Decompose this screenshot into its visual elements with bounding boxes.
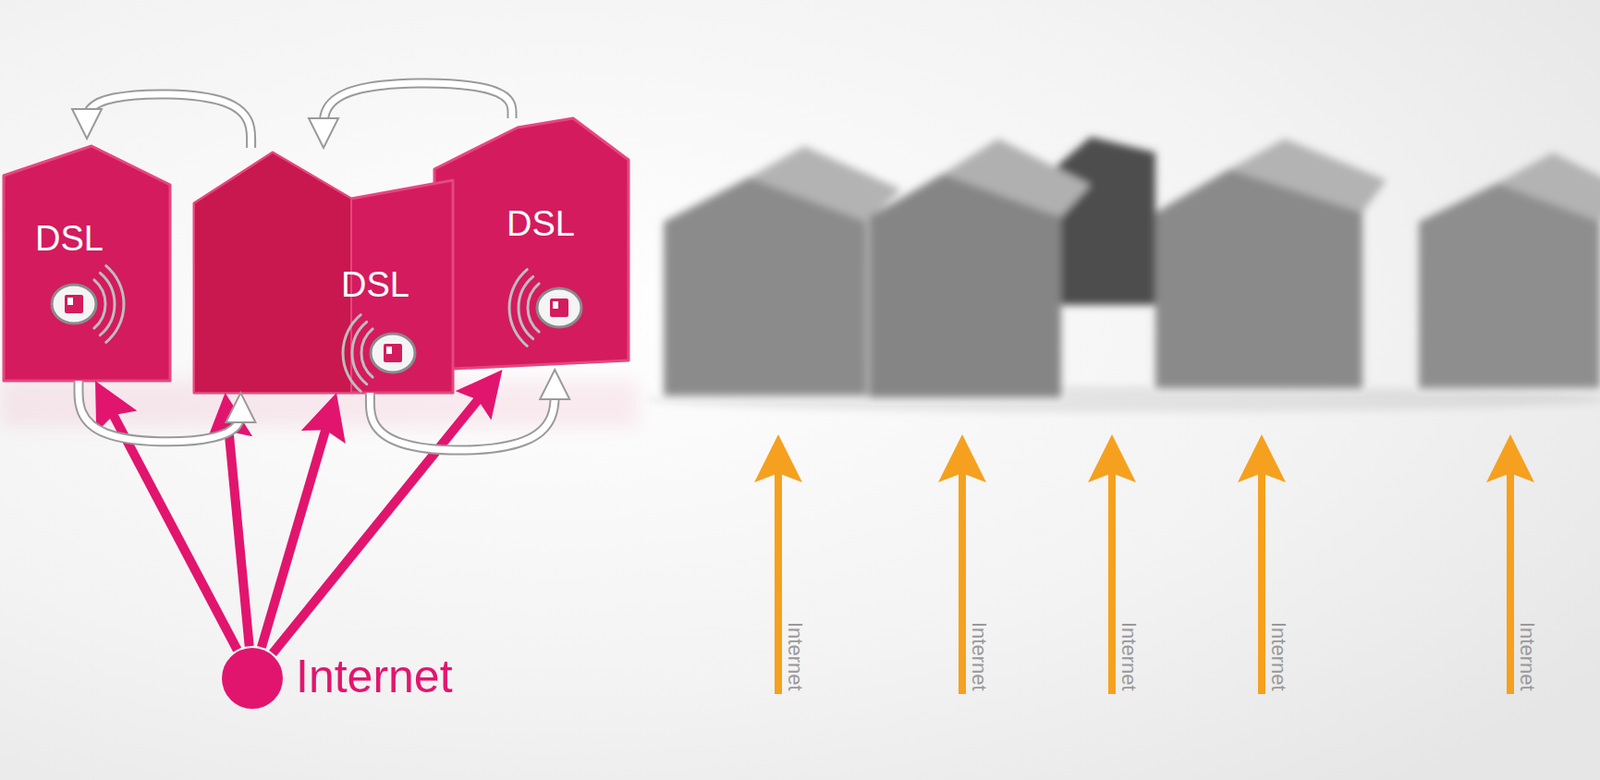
orange-arrow-head: [1087, 434, 1136, 483]
house-shape: [3, 138, 171, 381]
wifi-wave: [518, 276, 534, 339]
arrow-label: Internet: [783, 622, 807, 692]
node-label: DSL: [35, 219, 104, 259]
internet-arrow-line: [272, 384, 491, 654]
exchange-arrow: [323, 83, 513, 135]
wifi-wave: [509, 269, 527, 347]
label-holder: Internet: [1515, 622, 1539, 692]
arrow-label: Internet: [1117, 622, 1140, 692]
internet-dot: [221, 647, 283, 709]
grey-houses: [647, 136, 1600, 413]
exchange-arrow: [86, 94, 252, 148]
exchange-arrow-outline: [323, 83, 513, 135]
internet-arrow: [261, 410, 331, 648]
grey-house: [1418, 183, 1600, 389]
router-light: [552, 301, 559, 309]
house-body: [194, 152, 453, 393]
wifi-wave: [342, 315, 361, 392]
label-holder: Internet: [783, 622, 807, 692]
wifi-wave: [106, 266, 124, 343]
grey-house: [663, 177, 868, 396]
orange-arrow-shaft: [1108, 473, 1116, 695]
house-node: DSL: [3, 138, 171, 381]
arrow-label: Internet: [967, 622, 990, 692]
label-holder: Internet: [967, 622, 990, 692]
orange-arrow-head: [938, 434, 987, 483]
orange-arrow-shaft: [958, 473, 966, 695]
internet-label: Internet: [295, 651, 453, 703]
grey-house: [868, 173, 1062, 398]
orange-arrow-head: [754, 434, 803, 483]
label-holder: Internet: [1267, 622, 1290, 692]
router-light: [67, 297, 74, 306]
house-node: DSL: [434, 118, 629, 370]
exchange-arrow-outline: [86, 94, 252, 148]
orange-arrows: [754, 434, 1535, 695]
internet-arrow-line: [226, 411, 249, 647]
house-body: [434, 118, 629, 370]
house-front: [194, 152, 352, 393]
node-label: DSL: [506, 205, 575, 245]
house-shape: [194, 147, 453, 393]
internet-arrow: [272, 384, 491, 654]
exchange-arrow-line: [86, 94, 252, 148]
router-icon: [370, 333, 416, 373]
house-body: [3, 146, 171, 381]
router-light: [386, 346, 392, 355]
node-label: DSL: [341, 266, 410, 306]
wifi-wave: [352, 321, 367, 384]
house-node: DSL: [194, 147, 453, 393]
router-icon: [51, 284, 97, 324]
orange-arrow-head: [1237, 434, 1286, 483]
orange-arrow-shaft: [774, 473, 782, 695]
router-screen: [64, 294, 84, 314]
router-screen: [383, 343, 403, 363]
orange-arrow-shaft: [1506, 473, 1515, 695]
label-holder: Internet: [1117, 622, 1140, 692]
internet-node: Internet: [221, 647, 283, 709]
orange-arrow-shaft: [1258, 473, 1266, 695]
grey-house: [1155, 169, 1363, 389]
house-shape: [434, 118, 629, 370]
router-icon: [537, 288, 582, 328]
arrow-label: Internet: [1267, 622, 1290, 692]
arrow-label: Internet: [1515, 622, 1539, 692]
router-screen: [549, 298, 569, 318]
grey-house: [1050, 136, 1156, 306]
internet-dot: [221, 647, 283, 709]
orange-arrow-head: [1486, 434, 1535, 483]
internet-arrow-line: [261, 410, 331, 648]
exchange-arrow-line: [323, 83, 513, 135]
wifi-wave: [99, 272, 115, 335]
internet-arrow: [226, 411, 249, 647]
